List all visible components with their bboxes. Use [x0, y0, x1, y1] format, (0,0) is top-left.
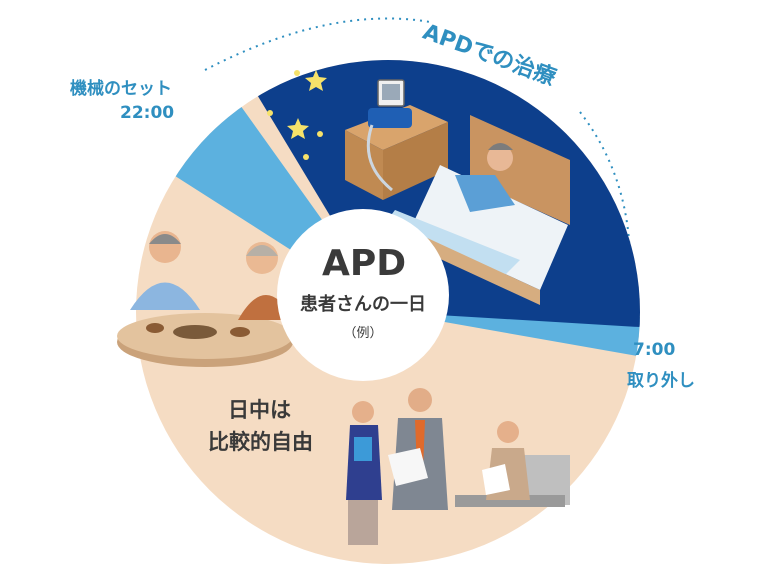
removal-transition-band [388, 312, 640, 380]
center-circle [277, 209, 449, 381]
daytime-line1: 日中は [228, 398, 291, 422]
removal-label: 取り外し [627, 371, 695, 391]
star-icon [267, 70, 327, 160]
center-title: APD [322, 243, 407, 284]
sleeping-patient-icon [455, 143, 515, 212]
removal-time: 7:00 [633, 340, 676, 360]
setup-time: 22:00 [120, 103, 175, 123]
daytime-line2: 比較的自由 [208, 430, 313, 454]
treatment-arc [204, 17, 431, 71]
apd-machine-icon [345, 79, 448, 200]
dining-couple-icon [117, 231, 294, 367]
center-subtitle: 患者さんの一日 [300, 294, 426, 315]
office-workers-icon [346, 388, 570, 545]
center-note: （例） [343, 326, 383, 341]
setup-label: 機械のセット [70, 79, 172, 99]
